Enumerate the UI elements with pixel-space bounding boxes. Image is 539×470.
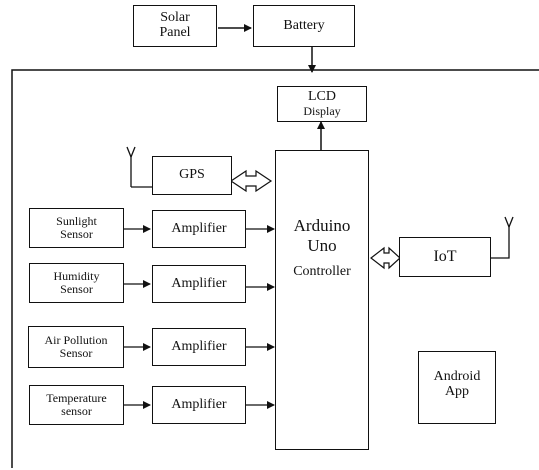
amplifier-label: Amplifier xyxy=(171,220,227,236)
sensor-label-line1: Temperature xyxy=(46,391,107,406)
android-app-box: Android App xyxy=(418,351,496,424)
sensor-label-line1: Sunlight xyxy=(56,214,97,229)
system-boundary xyxy=(11,69,539,468)
android-label-line1: Android xyxy=(433,369,481,384)
amplifier-box-4: Amplifier xyxy=(152,386,246,424)
gps-antenna-icon xyxy=(126,146,152,188)
lcd-label-line1: LCD xyxy=(308,89,336,105)
amplifier-box-2: Amplifier xyxy=(152,265,246,303)
humidity-sensor-box: Humidity Sensor xyxy=(29,263,124,303)
arduino-controller-box: Arduino Uno Controller xyxy=(275,150,369,450)
solar-label-line2: Panel xyxy=(159,25,191,40)
android-label-line2: App xyxy=(444,383,470,399)
sensor-label-line2: Sensor xyxy=(60,227,93,241)
battery-label: Battery xyxy=(283,17,325,33)
controller-label-line1: Arduino xyxy=(293,216,351,235)
lcd-label-line2: Display xyxy=(303,104,341,119)
gps-label: GPS xyxy=(179,167,205,183)
sunlight-sensor-box: Sunlight Sensor xyxy=(29,208,124,248)
controller-label-line2: Uno xyxy=(307,235,337,255)
air-pollution-sensor-box: Air Pollution Sensor xyxy=(28,326,124,368)
controller-label-line3: Controller xyxy=(293,263,351,279)
solar-label-line1: Solar xyxy=(160,10,190,26)
sensor-label-line2: Sensor xyxy=(60,282,93,296)
amplifier-label: Amplifier xyxy=(171,396,227,412)
amplifier-label: Amplifier xyxy=(171,275,227,291)
sensor-label-line2: sensor xyxy=(61,404,92,418)
lcd-display-box: LCD Display xyxy=(277,86,367,122)
gps-box: GPS xyxy=(152,156,232,195)
amplifier-box-3: Amplifier xyxy=(152,328,246,366)
temperature-sensor-box: Temperature sensor xyxy=(29,385,124,425)
sensor-label-line1: Humidity xyxy=(53,269,100,284)
solar-panel-box: Solar Panel xyxy=(133,5,217,47)
iot-antenna-icon xyxy=(491,216,514,259)
iot-box: IoT xyxy=(399,237,491,277)
iot-label: IoT xyxy=(433,247,457,265)
amplifier-box-1: Amplifier xyxy=(152,210,246,248)
iot-controller-link xyxy=(370,246,401,270)
amplifier-label: Amplifier xyxy=(171,338,227,354)
sensor-label-line2: Sensor xyxy=(59,346,93,360)
gps-controller-link xyxy=(229,169,273,193)
battery-box: Battery xyxy=(253,5,355,47)
sensor-label-line1: Air Pollution xyxy=(44,333,108,348)
